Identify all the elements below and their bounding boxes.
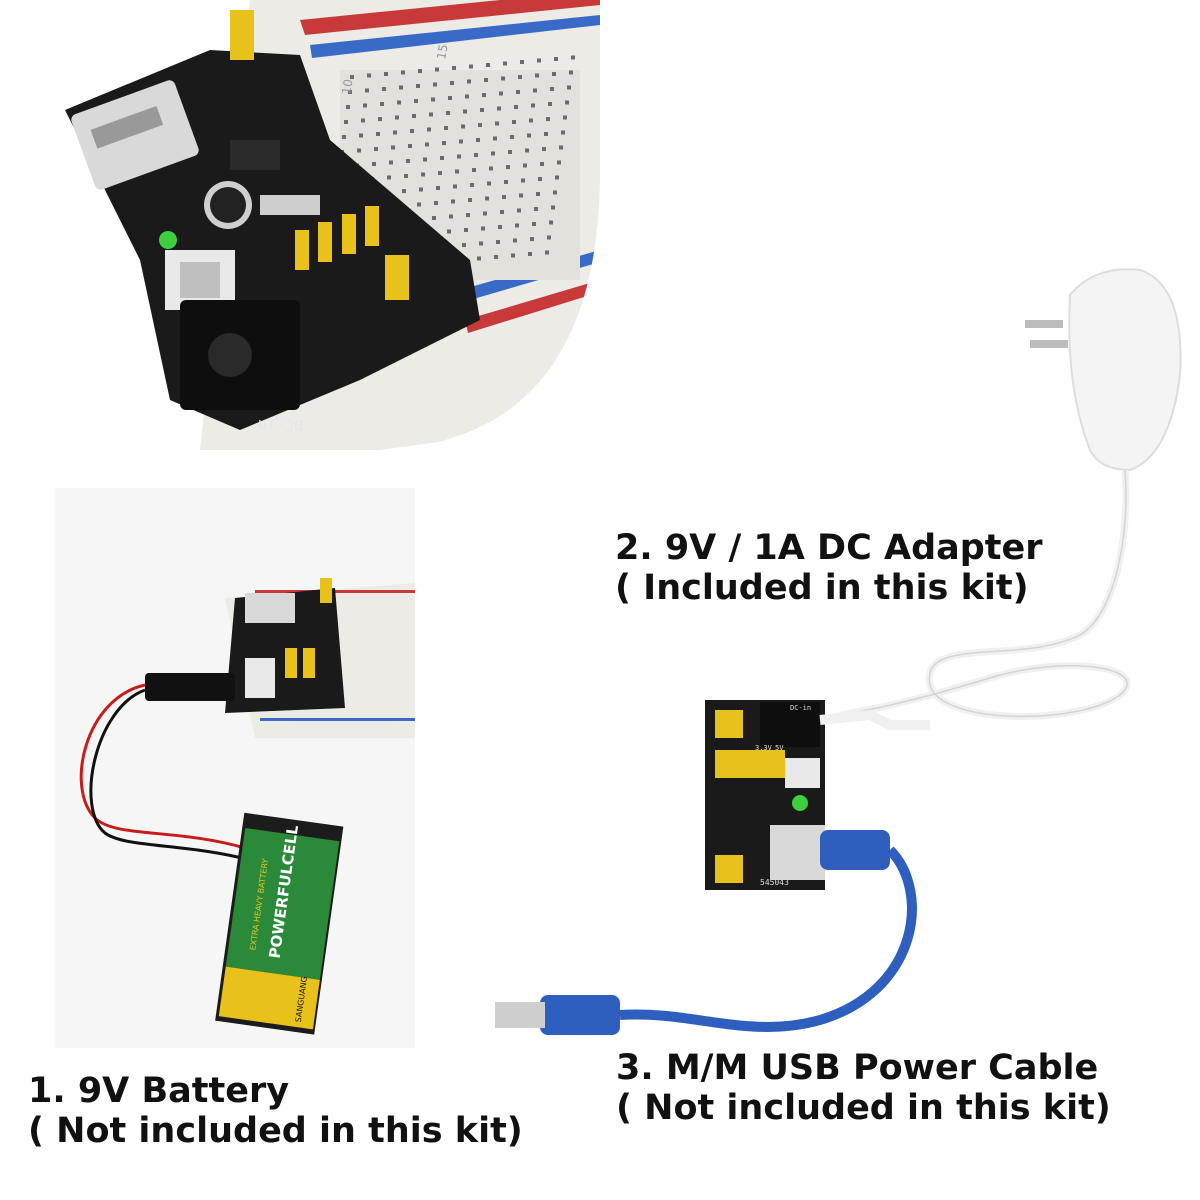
power-module-top: 545043 3.3V 5V DC-in [705, 700, 825, 890]
usb-plug-metal [495, 1002, 545, 1028]
rail-5v: 5V [775, 744, 784, 752]
battery-wire-black [89, 688, 251, 862]
led-top [792, 795, 808, 811]
usb-cable [619, 846, 917, 1032]
dc-plug [145, 673, 235, 701]
usb-connector-b [540, 995, 620, 1035]
label-dc-in-2: DC-in [790, 704, 811, 712]
photo-battery-setup: POWERFULCELL EXTRA HEAVY BATTERY SANGUAN… [55, 488, 415, 1048]
led-indicator [159, 231, 177, 249]
adapter-prong-2 [1030, 340, 1068, 348]
photo-module-closeup: DC-in 10 15 [0, 0, 600, 450]
photo-usb-setup: 545043 3.3V 5V DC-in [490, 690, 930, 1070]
power-switch-top [785, 758, 820, 788]
caption-usb-note: ( Not included in this kit) [616, 1088, 1111, 1128]
adapter-prong-1 [1025, 320, 1063, 328]
rail-3v3: 3.3V [755, 744, 773, 752]
label-number-15: 15 [434, 43, 450, 60]
photo-dc-adapter [700, 255, 1200, 765]
label-number-10: 10 [339, 78, 355, 95]
caption-battery: 1. 9V Battery ( Not included in this kit… [28, 1071, 523, 1151]
power-module-small [225, 578, 345, 713]
caption-usb: 3. M/M USB Power Cable ( Not included in… [616, 1048, 1111, 1128]
caption-adapter: 2. 9V / 1A DC Adapter ( Included in this… [615, 528, 1043, 608]
caption-adapter-note: ( Included in this kit) [615, 568, 1029, 608]
caption-battery-title: 1. 9V Battery [28, 1071, 290, 1111]
usb-connector-a [820, 830, 890, 870]
usb-port-top [770, 825, 825, 880]
jumper-top [230, 10, 254, 60]
caption-battery-note: ( Not included in this kit) [28, 1111, 523, 1151]
caption-usb-title: 3. M/M USB Power Cable [616, 1048, 1099, 1088]
adapter-body [1068, 268, 1182, 472]
battery-9v: POWERFULCELL EXTRA HEAVY BATTERY SANGUAN… [215, 812, 344, 1035]
caption-adapter-title: 2. 9V / 1A DC Adapter [615, 528, 1043, 568]
jumper-bottom [385, 255, 409, 300]
adapter-plug [819, 709, 930, 730]
power-module-pcb [65, 10, 480, 430]
part-id: 545043 [760, 878, 789, 887]
dc-jack-top [760, 702, 820, 747]
label-dc-in-1: DC-in [258, 416, 303, 434]
